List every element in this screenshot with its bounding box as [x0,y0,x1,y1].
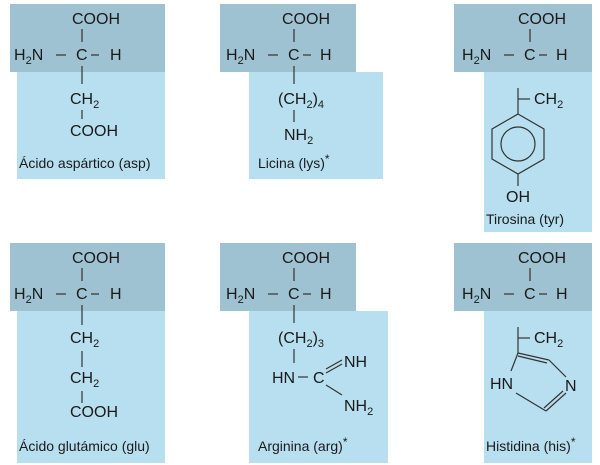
carboxyl-label: COOH [282,250,330,267]
ch2-chain-label: (CH2)3 [278,330,324,350]
side-chain-box [17,72,165,179]
ch2-label: CH2 [70,370,99,390]
hn-label: HN [272,370,295,387]
bond [325,363,343,374]
ch2-label: CH2 [70,330,99,350]
ch2-label: CH2 [534,91,563,111]
hydrogen-label: H [110,286,122,303]
card-histidine: COOH H2N C H CH2 HN N Histidina (his)* [454,243,594,463]
alpha-carbon-label: C [288,286,300,303]
carboxyl-label: COOH [518,11,566,28]
card-header-box [454,243,592,311]
amino-acid-caption: Ácido aspártico (asp) [19,155,151,171]
side-chain-box [484,311,592,463]
card-aspartic-acid: COOH H2N C H CH2 COOH Ácido aspártico (a… [10,4,170,179]
alpha-carbon-label: C [524,286,536,303]
amino-group-label: NH2 [284,127,313,147]
amine-label: H2N [226,286,255,306]
amino-acid-caption: Histidina (his)* [486,435,576,454]
side-chain-box [249,72,383,179]
side-chain-box [249,311,388,463]
card-header-box [220,243,356,311]
amino-acid-caption: Tirosina (tyr) [486,211,564,227]
card-header-box [10,4,165,72]
side-carboxyl-label: COOH [70,123,118,140]
card-header-box [454,4,592,72]
hydrogen-label: H [110,47,122,64]
card-lysine: COOH H2N C H (CH2)4 NH2 Licina (lys)* [220,4,385,179]
amine-label: H2N [226,47,255,67]
card-glutamic-acid: COOH H2N C H CH2 CH2 COOH Ácido glutámic… [10,243,170,463]
essential-marker: * [571,435,576,449]
card-tyrosine: COOH H2N C H CH2 OH Tirosina (tyr) [454,4,594,232]
side-chain-box [17,311,165,463]
essential-marker: * [325,152,330,166]
hydrogen-label: H [320,286,332,303]
imine-label: NH [344,354,367,371]
side-carboxyl-label: COOH [70,404,118,421]
ring-nitrogen-label: N [565,378,577,395]
card-arginine: COOH H2N C H (CH2)3 HN C NH NH2 Arginina… [220,243,390,463]
bond [325,384,343,396]
amino-acid-caption: Arginina (arg)* [258,435,348,454]
hydroxyl-label: OH [506,189,530,206]
card-header-box [220,4,356,72]
amino-group-label: NH2 [344,398,373,418]
tyrosine-structure: COOH H2N C H CH2 OH Tirosina (tyr) [454,4,592,232]
aspartic-acid-structure: COOH H2N C H CH2 COOH Ácido aspártico (a… [10,4,165,179]
amine-label: H2N [462,47,491,67]
card-header-box [10,243,165,311]
amine-label: H2N [14,286,43,306]
carboxyl-label: COOH [518,250,566,267]
glutamic-acid-structure: COOH H2N C H CH2 CH2 COOH Ácido glutámic… [10,243,165,463]
alpha-carbon-label: C [288,47,300,64]
lysine-structure: COOH H2N C H (CH2)4 NH2 Licina (lys)* [220,4,383,179]
hydrogen-label: H [320,47,332,64]
hydrogen-label: H [556,286,568,303]
imidazole-ring [510,352,567,412]
amino-acid-caption: Licina (lys)* [258,152,330,171]
bond [325,359,343,370]
amino-acid-caption: Ácido glutámico (glu) [19,438,150,454]
amine-label: H2N [462,286,491,306]
alpha-carbon-label: C [76,286,88,303]
benzene-ring-circle [500,126,536,162]
alpha-carbon-label: C [524,47,536,64]
ch2-chain-label: (CH2)4 [278,91,324,111]
amine-label: H2N [14,47,43,67]
carboxyl-label: COOH [72,250,120,267]
alpha-carbon-label: C [76,47,88,64]
hydrogen-label: H [556,47,568,64]
histidine-structure: COOH H2N C H CH2 HN N Histidina (his)* [454,243,592,463]
essential-marker: * [343,435,348,449]
side-chain-box [484,72,592,232]
ch2-label: CH2 [70,91,99,111]
hn-label: HN [490,376,513,393]
ch2-label: CH2 [534,330,563,350]
carboxyl-label: COOH [72,11,120,28]
guanidino-carbon-label: C [313,370,325,387]
carboxyl-label: COOH [282,11,330,28]
arginine-structure: COOH H2N C H (CH2)3 HN C NH NH2 Arginina… [220,243,388,463]
